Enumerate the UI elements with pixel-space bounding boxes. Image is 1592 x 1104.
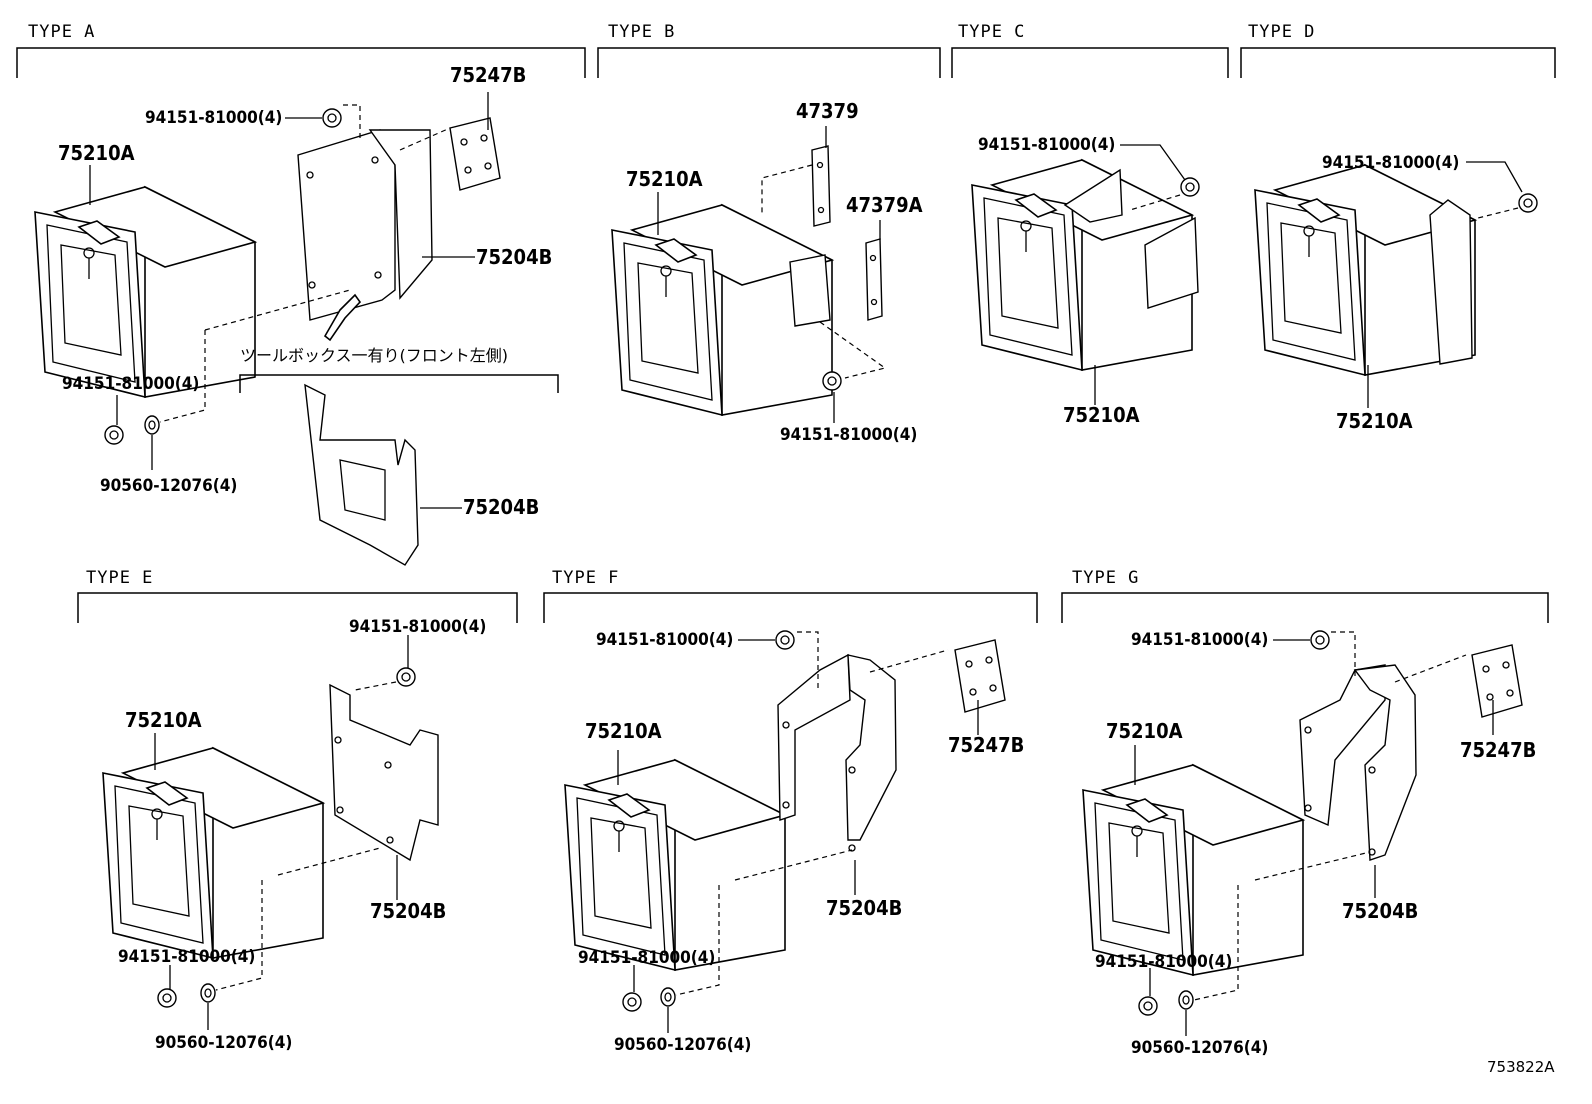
label-b-bracket2: 47379A: [846, 193, 923, 217]
section-type-a: TYPE A 94151-81000(4) 75247B 7: [16, 22, 586, 566]
label-a-stay: 75204B: [476, 245, 552, 269]
label-e-stay: 75204B: [370, 899, 446, 923]
label-b-nut: 94151-81000(4): [780, 425, 917, 445]
section-title-d: TYPE D: [1248, 22, 1315, 42]
nut-icon: [1518, 193, 1538, 213]
toolbox-drawing-e: [102, 747, 324, 959]
bracket-drawing-a: [449, 117, 501, 191]
nut-icon: [822, 371, 842, 391]
label-g-box: 75210A: [1106, 719, 1183, 743]
label-f-box: 75210A: [585, 719, 662, 743]
section-title-g: TYPE G: [1072, 568, 1139, 588]
section-title-e: TYPE E: [86, 568, 153, 588]
section-type-c: TYPE C 94151-81000(4) 75210A: [951, 22, 1229, 427]
nut-icon: [1310, 630, 1330, 650]
label-f-stay: 75204B: [826, 896, 902, 920]
section-title-f: TYPE F: [552, 568, 619, 588]
bracket-drawing-f: [954, 639, 1006, 713]
label-g-nut-bottom: 94151-81000(4): [1095, 952, 1232, 972]
nut-icon: [396, 667, 416, 687]
stay-drawing-a: [297, 129, 433, 321]
stay-alt-drawing-a: [304, 383, 419, 566]
label-g-washer: 90560-12076(4): [1131, 1038, 1268, 1058]
label-e-box: 75210A: [125, 708, 202, 732]
label-e-washer: 90560-12076(4): [155, 1033, 292, 1053]
label-f-washer: 90560-12076(4): [614, 1035, 751, 1055]
bracket-47379a-drawing: [865, 238, 883, 321]
nut-icon: [1180, 177, 1200, 197]
section-type-d: TYPE D 94151-81000(4) 75210A: [1240, 22, 1556, 433]
toolbox-drawing-a: [34, 186, 256, 398]
bracket-drawing-g: [1471, 644, 1523, 718]
label-a-bracket: 75247B: [450, 63, 526, 87]
label-e-nut-top: 94151-81000(4): [349, 617, 486, 637]
stay-drawing-f: [777, 653, 897, 852]
label-c-nut: 94151-81000(4): [978, 135, 1115, 155]
toolbox-drawing-f: [564, 759, 786, 971]
nut-icon: [104, 425, 124, 445]
label-a-stay-alt: 75204B: [463, 495, 539, 519]
label-a-nut-top: 94151-81000(4): [145, 108, 282, 128]
nut-icon: [775, 630, 795, 650]
section-type-e: TYPE E 94151-81000(4) 75210A 75204B 9415…: [77, 568, 518, 1053]
label-b-bracket1: 47379: [796, 99, 859, 123]
label-b-box: 75210A: [626, 167, 703, 191]
washer-icon: [144, 415, 160, 435]
label-g-bracket: 75247B: [1460, 738, 1536, 762]
label-f-nut-bottom: 94151-81000(4): [578, 948, 715, 968]
stay-drawing-g: [1299, 664, 1417, 861]
washer-icon: [200, 983, 216, 1003]
label-a-washer: 90560-12076(4): [100, 476, 237, 496]
label-c-box: 75210A: [1063, 403, 1140, 427]
label-d-nut: 94151-81000(4): [1322, 153, 1459, 173]
section-title-b: TYPE B: [608, 22, 675, 42]
nut-icon: [322, 108, 342, 128]
label-f-nut-top: 94151-81000(4): [596, 630, 733, 650]
label-f-bracket: 75247B: [948, 733, 1024, 757]
section-title-c: TYPE C: [958, 22, 1025, 42]
nut-icon: [1138, 996, 1158, 1016]
nut-icon: [157, 988, 177, 1008]
label-a-note: ツールボックス一有り(フロント左側): [240, 346, 508, 365]
label-d-box: 75210A: [1336, 409, 1413, 433]
stay-drawing-e: [329, 683, 439, 862]
section-type-g: TYPE G 94151-81000(4) 75210A 75247B 7520…: [1061, 568, 1549, 1058]
label-g-stay: 75204B: [1342, 899, 1418, 923]
bracket-47379-drawing: [811, 145, 831, 227]
section-type-f: TYPE F 94151-81000(4) 75210A 75247B 7520…: [543, 568, 1038, 1055]
figure-reference: 753822A: [1487, 1058, 1555, 1076]
label-a-box: 75210A: [58, 141, 135, 165]
section-title-a: TYPE A: [28, 22, 95, 42]
label-a-nut-bottom: 94151-81000(4): [62, 374, 199, 394]
nut-icon: [622, 992, 642, 1012]
washer-icon: [1178, 990, 1194, 1010]
label-g-nut-top: 94151-81000(4): [1131, 630, 1268, 650]
washer-icon: [660, 987, 676, 1007]
section-type-b: TYPE B 47379 47379A 75210A 94151-81000(4…: [597, 22, 941, 445]
label-e-nut-bottom: 94151-81000(4): [118, 947, 255, 967]
toolbox-drawing-g: [1082, 764, 1304, 976]
